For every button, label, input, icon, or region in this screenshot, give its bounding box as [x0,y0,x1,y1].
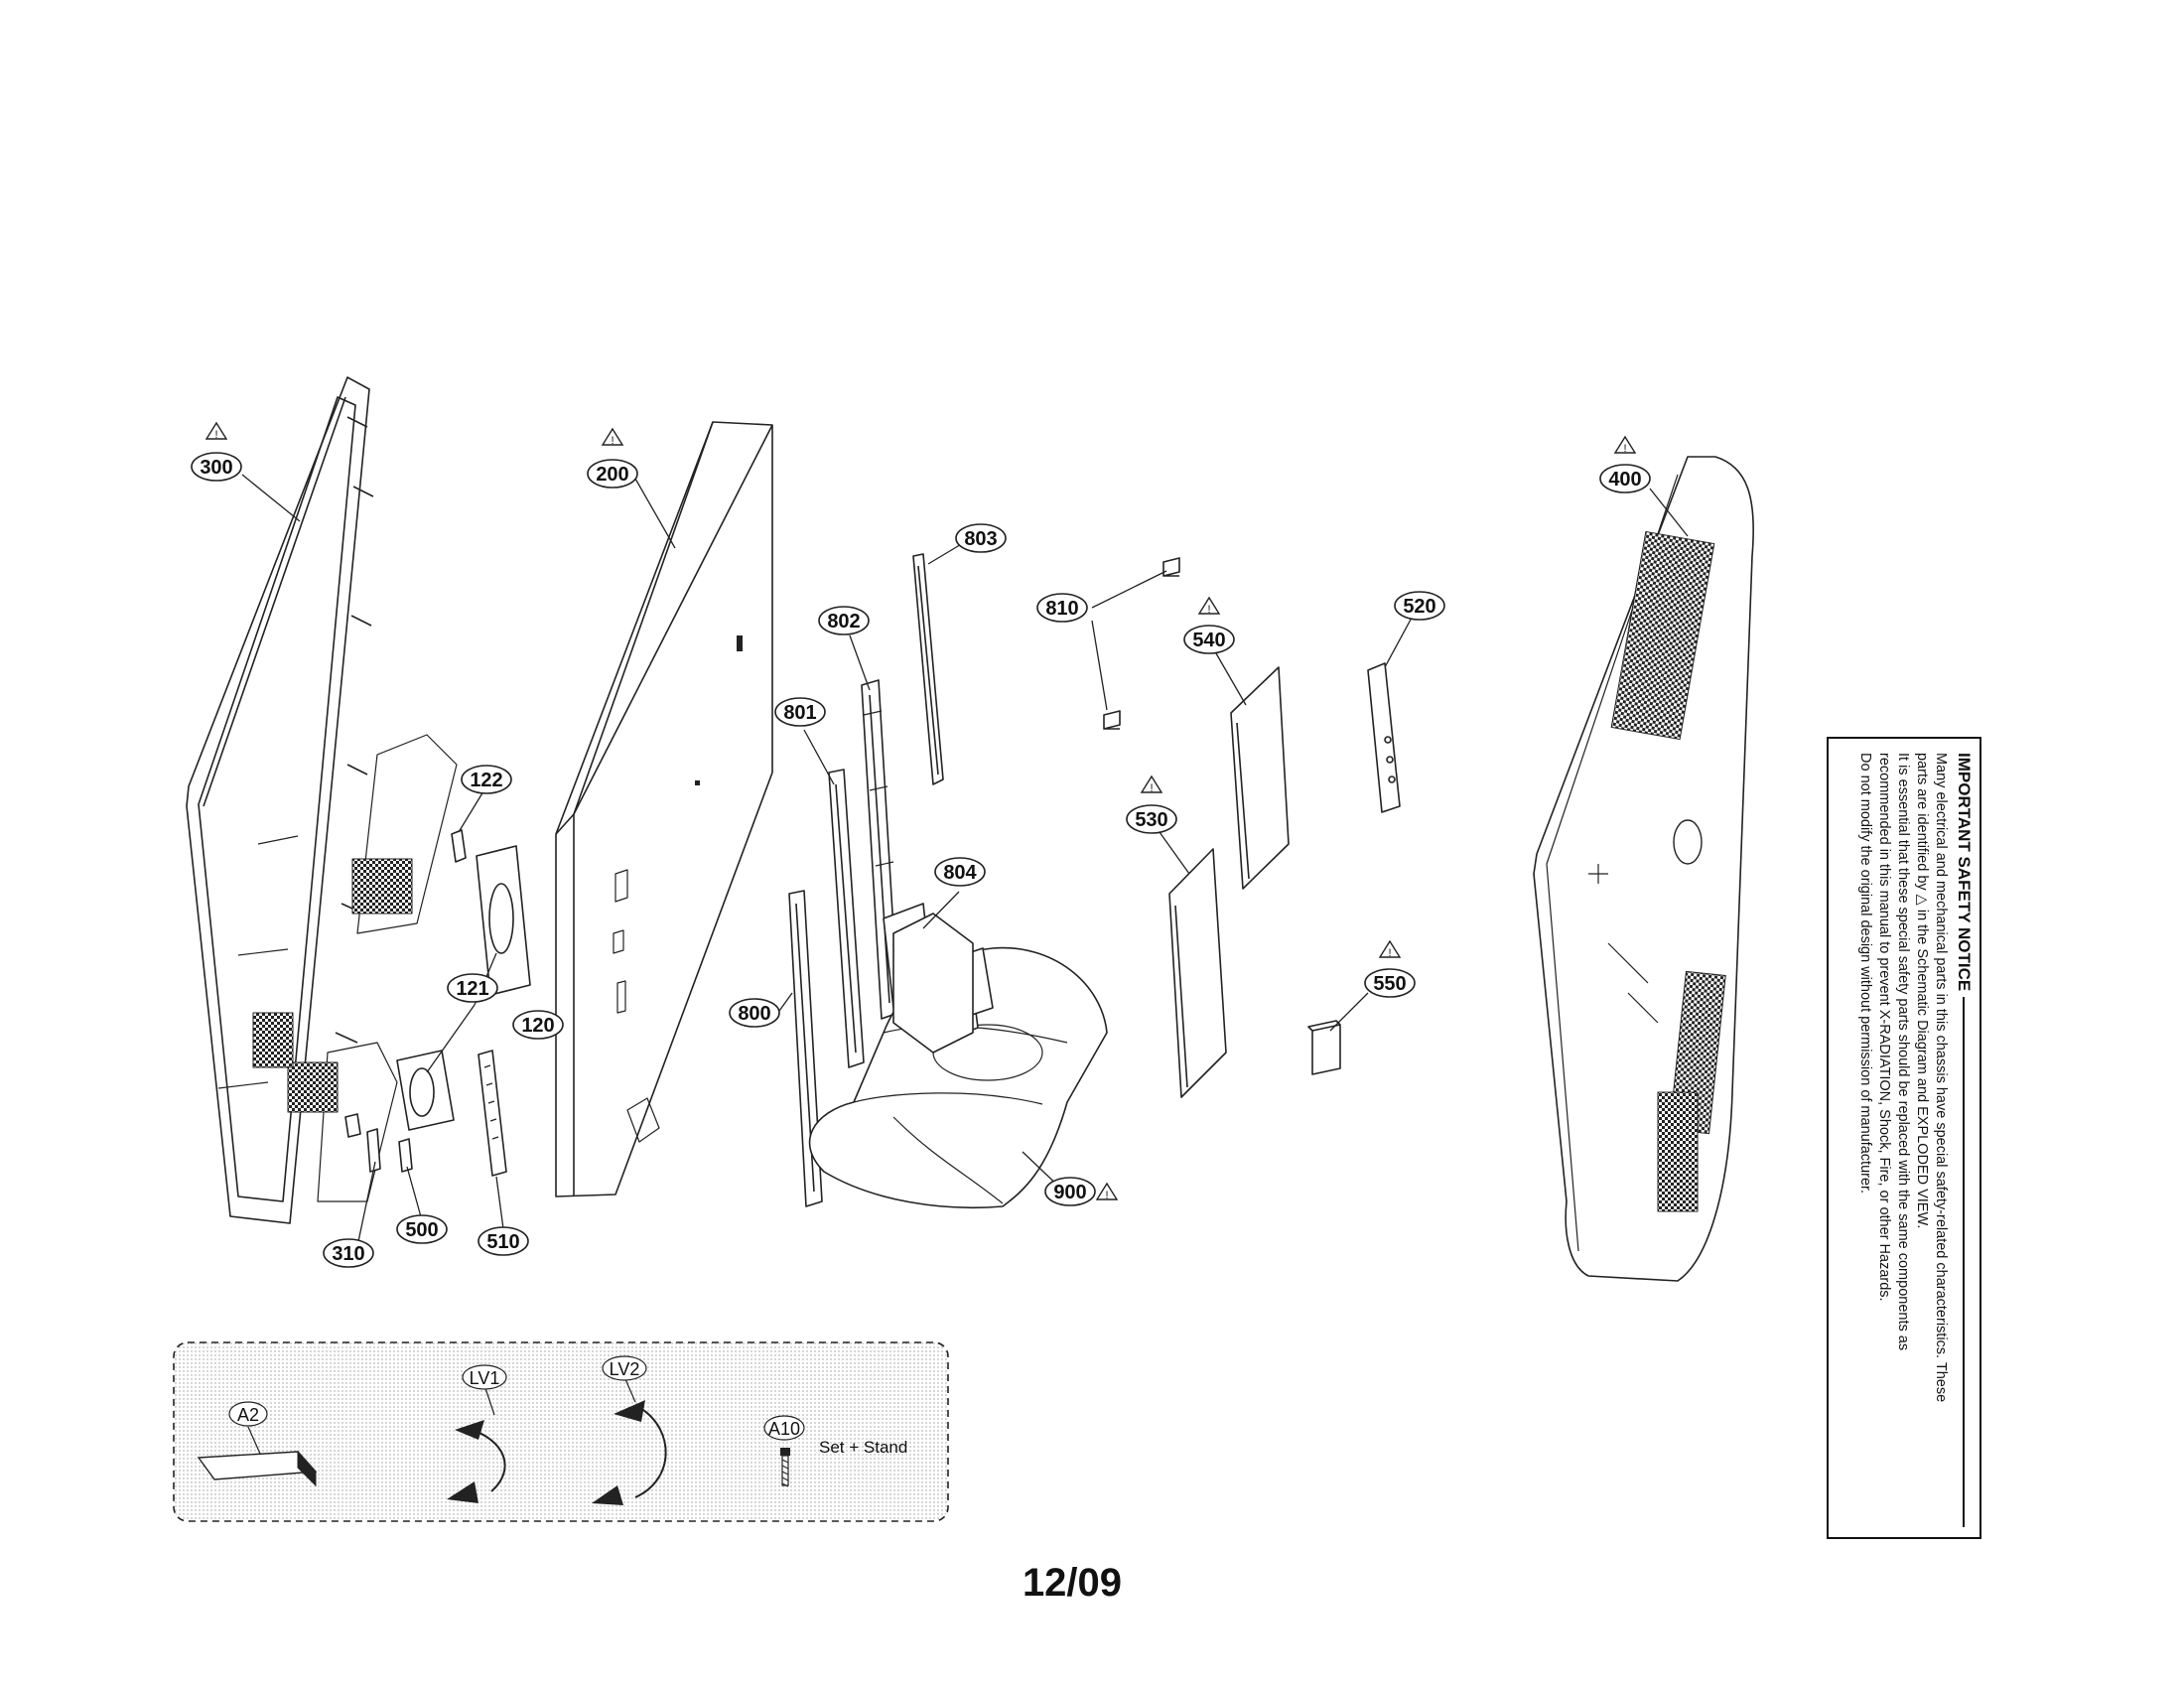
bracket-803 [912,553,944,785]
part-label-310: 310 [323,1238,374,1268]
part-label-540: 540 [1183,625,1235,654]
svg-text:400: 400 [1608,469,1641,491]
part-label-122: 122 [461,765,512,794]
warning-icon: ! [1095,1182,1119,1201]
svg-text:803: 803 [964,528,997,550]
part-label-120: 120 [512,1010,564,1040]
page-number: 12/09 [1022,1561,1123,1605]
svg-text:801: 801 [783,702,816,724]
svg-text:Set + Stand: Set + Stand [819,1438,907,1457]
board-510 [478,1050,507,1177]
part-label-900: 900 [1044,1177,1096,1206]
safety-notice-line: Many electrical and mechanical parts in … [1933,753,1949,1403]
part-label-803: 803 [955,523,1007,553]
warning-icon: ! [1197,596,1221,616]
part-label-800: 800 [729,998,780,1028]
svg-text:310: 310 [332,1243,364,1265]
svg-text:804: 804 [943,862,977,884]
clips-810 [1103,557,1180,730]
svg-text:530: 530 [1135,809,1167,831]
svg-text:!: ! [1105,1190,1108,1201]
part-label-810: 810 [1036,593,1088,623]
svg-text:!: ! [1207,604,1210,616]
part-label-500: 500 [396,1214,448,1244]
board-530 [1168,848,1227,1098]
svg-text:A2: A2 [237,1405,259,1425]
accessory-a2: A2 [197,1401,318,1487]
warning-icon: ! [601,427,624,447]
svg-text:!: ! [1150,782,1153,794]
part-label-804: 804 [934,857,986,887]
svg-text:550: 550 [1373,973,1406,995]
safety-notice-title: IMPORTANT SAFETY NOTICE [1954,753,1974,1527]
safety-notice-text: Many electrical and mechanical parts in … [1855,753,1950,1527]
svg-text:120: 120 [521,1015,554,1037]
module-550 [1307,1020,1341,1075]
part-labels: 300 200 803 802 801 810 540 520 530 400 … [191,452,1651,1268]
bracket-520 [1367,662,1401,813]
stand-neck-804 [892,913,974,1054]
warning-icon: ! [1140,774,1163,794]
safety-notice-line: Do not modify the original design withou… [1857,753,1873,1195]
part-label-121: 121 [447,973,498,1003]
accessories-box: A2 LV1 LV2 A10 Set + Stand [173,1341,949,1522]
svg-text:810: 810 [1045,598,1078,620]
part-label-300: 300 [191,452,242,482]
svg-text:500: 500 [405,1219,438,1241]
part-label-801: 801 [774,697,826,727]
warning-icon: ! [1378,939,1402,959]
svg-text:900: 900 [1053,1182,1086,1203]
svg-text:!: ! [611,435,614,447]
svg-text:800: 800 [738,1003,770,1025]
safety-notice-box: IMPORTANT SAFETY NOTICE Many electrical … [1827,737,1981,1539]
svg-text:520: 520 [1403,596,1435,618]
svg-text:200: 200 [596,464,628,486]
safety-warning-icons: ! ! ! ! ! ! ! [205,421,1637,1201]
safety-notice-line: parts are identified by △ in the Schemat… [1914,753,1930,1229]
svg-text:121: 121 [456,978,488,1000]
svg-text:300: 300 [200,457,232,479]
accessory-lv2: LV2 [592,1355,667,1505]
bracket-801 [828,769,865,1068]
svg-text:510: 510 [486,1231,519,1253]
clip-122 [451,829,467,863]
accessory-lv1: LV1 [447,1364,507,1503]
svg-text:802: 802 [827,611,860,633]
svg-text:A10: A10 [768,1419,800,1439]
svg-text:122: 122 [470,770,502,791]
warning-icon: ! [205,421,228,441]
accessory-a10: A10 Set + Stand [763,1415,907,1487]
safety-notice-line: recommended in this manual to prevent X-… [1876,753,1892,1302]
board-540 [1230,666,1290,890]
lcd-panel-200 [555,421,773,1197]
svg-text:LV1: LV1 [470,1368,500,1388]
svg-text:LV2: LV2 [610,1359,640,1379]
speakers-120 [396,845,531,1131]
svg-text:!: ! [1623,443,1626,455]
back-cover-400 [1533,456,1755,1282]
part-label-520: 520 [1394,591,1445,621]
safety-notice-line: It is essential that these special safet… [1895,753,1911,1351]
part-label-510: 510 [478,1226,529,1256]
svg-text:!: ! [1388,947,1391,959]
small-parts-121-310-500 [344,1113,413,1173]
part-label-802: 802 [818,606,870,635]
part-label-200: 200 [587,459,638,489]
svg-text:!: ! [214,429,217,441]
warning-icon: ! [1613,435,1637,455]
part-label-400: 400 [1599,464,1651,493]
svg-text:540: 540 [1192,630,1225,651]
part-label-530: 530 [1126,804,1177,834]
front-cabinet-300 [186,376,458,1224]
part-label-550: 550 [1364,968,1416,998]
